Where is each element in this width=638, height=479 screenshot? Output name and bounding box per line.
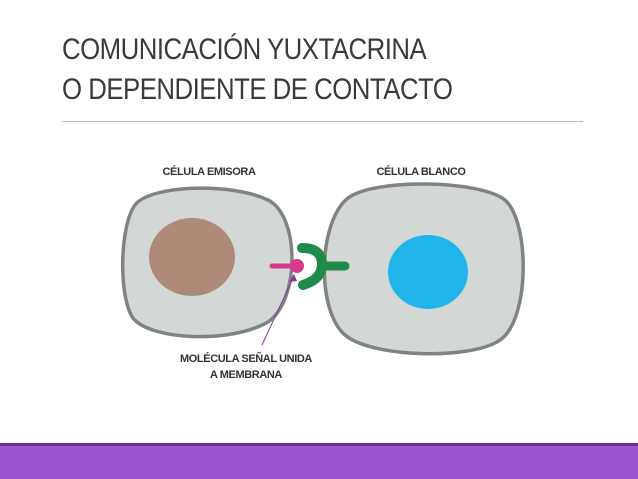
- target-nucleus: [388, 235, 468, 309]
- signal-pointer-arrowhead: [289, 274, 297, 282]
- sender-nucleus: [149, 218, 235, 296]
- footer-band: [0, 446, 638, 479]
- signal-label-line-1: MOLÉCULA SEÑAL UNIDA: [180, 352, 312, 365]
- target-cell-label: CÉLULA BLANCO: [376, 165, 466, 178]
- signal-pointer-line: [261, 275, 295, 346]
- signal-label-line-2: A MEMBRANA: [210, 369, 282, 381]
- signal-molecule-head: [290, 259, 304, 273]
- title-line-2: O DEPENDIENTE DE CONTACTO: [62, 73, 453, 106]
- slide-title: COMUNICACIÓN YUXTACRINA O DEPENDIENTE DE…: [62, 30, 544, 110]
- title-divider: [62, 121, 583, 122]
- title-line-1: COMUNICACIÓN YUXTACRINA: [62, 33, 427, 66]
- sender-cell-label: CÉLULA EMISORA: [163, 165, 256, 178]
- footer-divider: [0, 443, 638, 446]
